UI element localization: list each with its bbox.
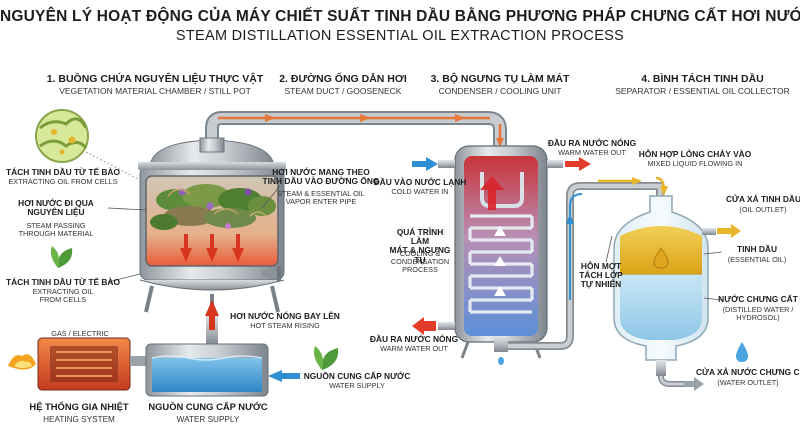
hot-out-arrow-icon <box>412 317 436 335</box>
plant-material <box>150 184 276 230</box>
label-vapor: HƠI NƯỚC MANG THEO TINH DẦU VÀO ĐƯỜNG ỐN… <box>262 167 380 187</box>
section-3-subtitle: CONDENSER / COOLING UNIT <box>438 86 562 96</box>
water-tank <box>145 343 269 397</box>
duct-arrow-icon <box>455 114 466 122</box>
label-condensation-en: COOLING & CONDENSATION PROCESS <box>390 249 450 275</box>
label-extract-cells-bottom-en: EXTRACTING OIL FROM CELLS <box>32 287 94 305</box>
label-water-supply-side: NGUỒN CUNG CẤP NƯỚC <box>303 371 411 381</box>
label-hydrosol: NƯỚC CHƯNG CẤT <box>718 294 798 304</box>
label-steam-pass: HƠI NƯỚC ĐI QUA NGUYÊN LIỆU <box>18 198 94 218</box>
heat-arrow-icon <box>180 234 192 262</box>
label-warm-water-out-bottom: ĐẦU RA NƯỚC NÓNG <box>369 334 459 344</box>
section-4-title: 4. BÌNH TÁCH TINH DẦU <box>641 73 764 85</box>
label-warm-water-out-bottom-en: WARM WATER OUT <box>380 344 448 353</box>
section-4-subtitle: SEPARATOR / ESSENTIAL OIL COLLECTOR <box>615 86 790 96</box>
label-cold-water-in-en: COLD WATER IN <box>391 187 449 196</box>
drop-icon <box>498 357 504 365</box>
label-water-outlet-en: (WATER OUTLET) <box>717 378 779 387</box>
section-1-subtitle: VEGETATION MATERIAL CHAMBER / STILL POT <box>59 86 251 96</box>
label-essential-oil-en: (ESSENTIAL OIL) <box>727 255 787 264</box>
label-steam-pass-en: STEAM PASSING THROUGH MATERIAL <box>18 221 94 239</box>
label-heating-system-en: HEATING SYSTEM <box>43 415 115 424</box>
section-2-subtitle: STEAM DUCT / GOOSENECK <box>284 86 402 96</box>
cold-in-arrow-icon <box>412 157 438 171</box>
label-mixture-in-en: MIXED LIQUID FLOWING IN <box>647 159 743 168</box>
water-drop-icon <box>736 342 748 362</box>
heating-system <box>37 337 146 391</box>
condenser <box>454 145 548 359</box>
label-oil-outlet: CỬA XẢ TINH DẦU <box>726 194 800 204</box>
label-steam-rising: HƠI NƯỚC NÓNG BAY LÊN <box>230 311 340 321</box>
label-natural-separation: HỖN MỢT TÁCH LỚP TỰ NHIÊN <box>579 261 623 290</box>
supply-arrow-icon <box>268 370 300 382</box>
label-water-supply-side-en: WATER SUPPLY <box>329 381 385 390</box>
label-extract-cells-bottom: TÁCH TINH DẦU TỪ TẾ BÀO <box>6 277 120 287</box>
leaf-icon <box>313 346 339 370</box>
page-title: NGUYÊN LÝ HOẠT ĐỘNG CỦA MÁY CHIẾT SUẤT T… <box>0 8 800 25</box>
page-subtitle: STEAM DISTILLATION ESSENTIAL OIL EXTRACT… <box>175 28 625 44</box>
label-steam-rising-en: HOT STEAM RISING <box>250 321 320 330</box>
oil-drop-icon <box>653 247 669 269</box>
label-water-outlet: CỬA XẢ NƯỚC CHƯNG CẤT <box>696 367 800 377</box>
label-water-supply-en: WATER SUPPLY <box>176 415 240 424</box>
separator-flask <box>613 195 716 387</box>
label-heating-system: HỆ THỐNG GIA NHIỆT <box>29 401 129 412</box>
section-2-title: 2. ĐƯỜNG ỐNG DẪN HƠI <box>279 73 407 85</box>
label-warm-water-out-top-en: WARM WATER OUT <box>558 148 626 157</box>
label-water-supply: NGUỒN CUNG CẤP NƯỚC <box>148 401 268 412</box>
label-vapor-en: STEAM & ESSENTIAL OIL VAPOR ENTER PIPE <box>277 189 365 207</box>
steam-duct <box>205 111 507 150</box>
label-hydrosol-en: (DISTILLED WATER / HYDROSOL) <box>722 305 794 323</box>
section-3-title: 3. BỘ NGƯNG TỤ LÀM MÁT <box>430 73 570 85</box>
label-essential-oil: TINH DẦU <box>736 244 777 254</box>
flame-icon <box>8 354 36 370</box>
section-1-title: 1. BUỒNG CHỨA NGUYÊN LIỆU THỰC VẬT <box>46 73 264 85</box>
duct-arrow-icon <box>360 114 371 122</box>
label-extract-cells-top: TÁCH TINH DẦU TỪ TẾ BÀO <box>6 167 120 177</box>
label-extract-cells-top-en: EXTRACTING OIL FROM CELLS <box>8 177 118 186</box>
rising-arrow-icon <box>205 300 219 330</box>
leaf-icon <box>50 246 73 268</box>
heat-arrow-icon <box>232 234 244 262</box>
label-gas-electric: GAS / ELECTRIC <box>51 329 109 338</box>
label-oil-outlet-en: (OIL OUTLET) <box>739 205 787 214</box>
label-condensation: QUÁ TRÌNH LÀM MÁT & NGƯNG TỤ <box>389 227 451 265</box>
cell-magnifier-icon <box>35 109 141 181</box>
hot-out-arrow-icon <box>565 157 591 171</box>
heat-arrow-icon <box>206 234 218 262</box>
label-mixture-in: HỖN HỢP LỎNG CHẢY VÀO <box>638 149 752 159</box>
oil-outlet-arrow-icon <box>717 224 741 238</box>
label-warm-water-out-top: ĐẦU RA NƯỚC NÓNG <box>547 138 637 148</box>
label-cold-water-in: ĐẦU VÀO NƯỚC LẠNH <box>373 177 467 187</box>
duct-arrow-icon <box>265 114 276 122</box>
water-outlet-arrow-icon <box>684 377 704 391</box>
